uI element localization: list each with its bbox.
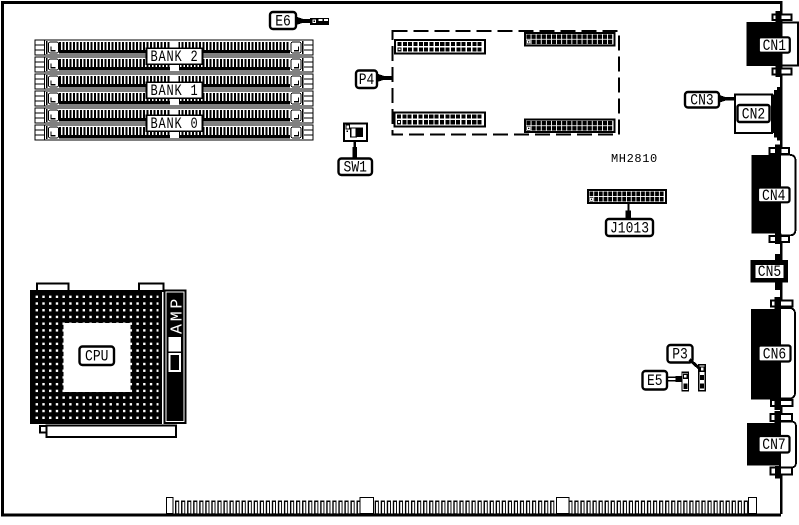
svg-text:CN1: CN1 [763, 38, 786, 55]
svg-text:MH2810: MH2810 [611, 152, 658, 166]
svg-text:J1013: J1013 [610, 220, 649, 237]
svg-text:AMP: AMP [168, 296, 187, 334]
svg-text:P4: P4 [359, 72, 375, 89]
svg-text:P3: P3 [672, 347, 688, 364]
svg-text:CN5: CN5 [758, 264, 781, 281]
svg-text:CN3: CN3 [690, 93, 713, 110]
svg-text:E5: E5 [647, 373, 663, 390]
svg-text:BANK 1: BANK 1 [151, 84, 199, 101]
svg-text:CN7: CN7 [762, 437, 785, 454]
svg-text:E6: E6 [275, 13, 291, 30]
svg-text:CPU: CPU [85, 349, 108, 366]
svg-text:CN6: CN6 [763, 346, 786, 363]
svg-text:CN4: CN4 [762, 188, 785, 205]
svg-text:SW1: SW1 [344, 160, 367, 177]
svg-text:BANK 2: BANK 2 [151, 50, 199, 67]
svg-text:BANK 0: BANK 0 [151, 117, 199, 134]
svg-text:CN2: CN2 [742, 106, 765, 123]
